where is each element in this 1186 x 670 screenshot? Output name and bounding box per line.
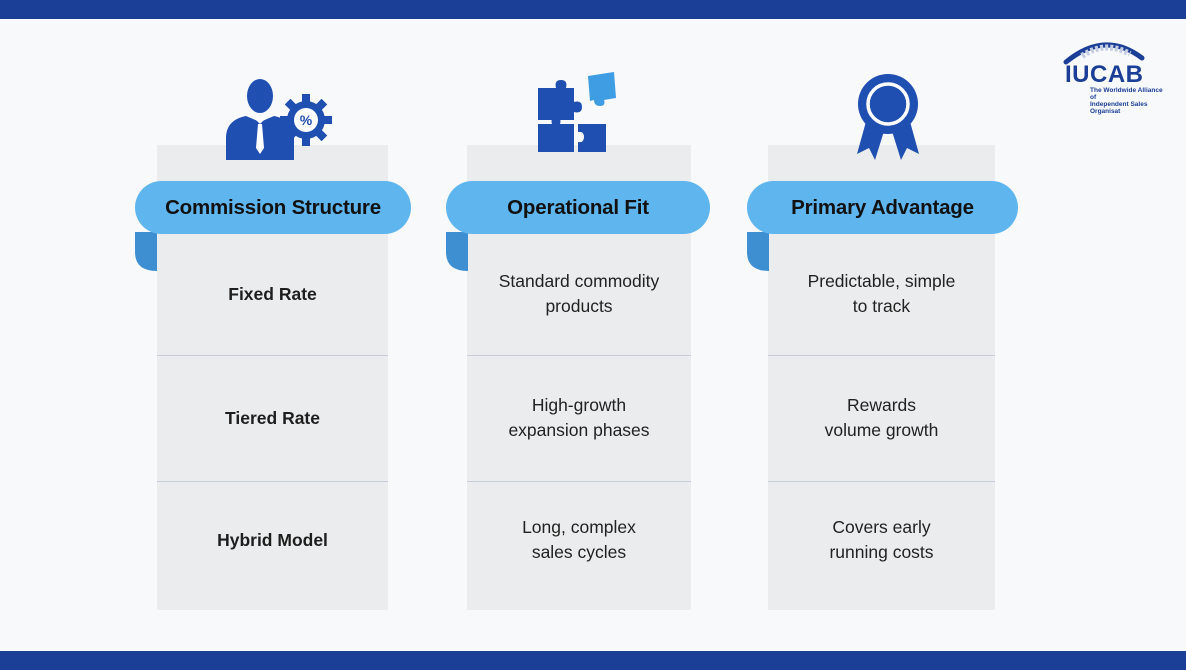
cell-standard-commodity: Standard commodity products xyxy=(498,271,660,316)
cell-hybrid-model: Hybrid Model xyxy=(217,529,328,550)
cell-tiered-rate: Tiered Rate xyxy=(225,407,320,428)
column-header: Primary Advantage xyxy=(791,195,974,219)
column-header: Commission Structure xyxy=(165,195,381,219)
businessman-gear-percent-icon: % xyxy=(226,79,332,160)
ribbon-fold xyxy=(747,232,769,271)
logo-tagline-line1: The Worldwide Alliance of xyxy=(1090,87,1163,101)
column-header: Operational Fit xyxy=(507,195,649,219)
cell-covers-early: Covers early running costs xyxy=(829,517,934,562)
row-divider xyxy=(157,355,388,356)
globe-arc-icon xyxy=(1063,42,1145,65)
puzzle-pieces-icon xyxy=(538,72,616,152)
ribbon-fold xyxy=(446,232,468,271)
bottom-bar xyxy=(0,651,1186,670)
iucab-logo: IUCAB The Worldwide Alliance of Independ… xyxy=(1060,36,1170,115)
header-ribbon: Operational Fit xyxy=(446,181,710,234)
header-ribbon: Commission Structure xyxy=(135,181,411,234)
row-divider xyxy=(157,481,388,482)
header-ribbon: Primary Advantage xyxy=(747,181,1018,234)
cell-long-complex: Long, complex sales cycles xyxy=(522,517,636,562)
ribbon-fold xyxy=(135,232,157,271)
logo-tagline: The Worldwide Alliance of Independent Sa… xyxy=(1090,87,1170,115)
cell-high-growth: High-growth expansion phases xyxy=(508,395,650,440)
row-divider xyxy=(467,481,691,482)
row-divider xyxy=(467,355,691,356)
row-divider xyxy=(768,355,995,356)
row-divider xyxy=(768,481,995,482)
award-ribbon-star-icon xyxy=(857,74,919,160)
cell-fixed-rate: Fixed Rate xyxy=(228,283,317,304)
logo-name: IUCAB xyxy=(1065,61,1144,88)
svg-text:%: % xyxy=(300,112,313,128)
top-bar xyxy=(0,0,1186,19)
cell-predictable: Predictable, simple to track xyxy=(807,271,956,316)
logo-tagline-line2: Independent Sales Organisat xyxy=(1090,101,1148,115)
cell-rewards-volume: Rewards volume growth xyxy=(824,395,939,440)
